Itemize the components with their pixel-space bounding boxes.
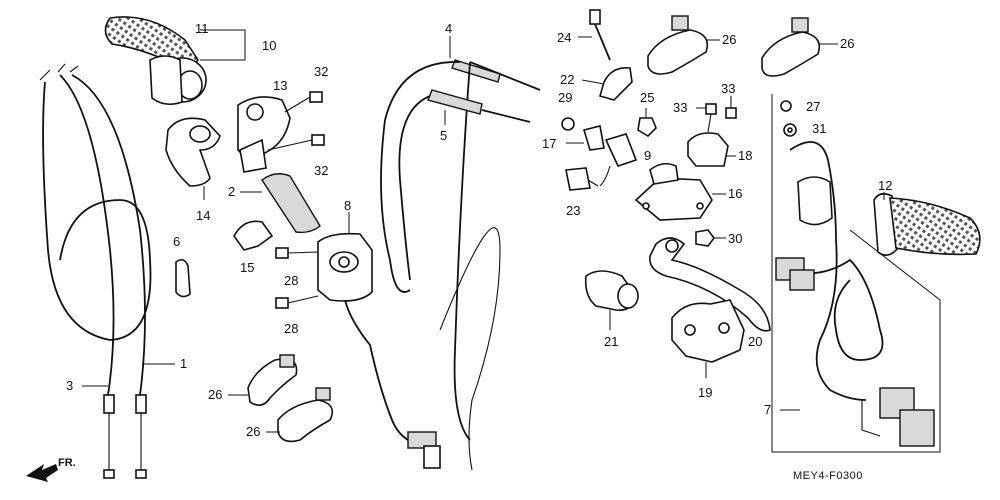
label-19: 19 xyxy=(698,385,712,400)
wire-harness-7 xyxy=(771,94,941,453)
label-33a: 33 xyxy=(673,100,687,115)
label-29: 29 xyxy=(558,90,572,105)
bolt-33-left xyxy=(705,103,717,133)
label-6: 6 xyxy=(173,234,180,249)
washer-31 xyxy=(783,123,797,137)
label-31: 31 xyxy=(812,121,826,136)
front-direction-arrow xyxy=(26,464,58,482)
label-32a: 32 xyxy=(314,64,328,79)
bolt-29 xyxy=(561,117,575,131)
clamp-13 xyxy=(237,96,291,173)
nut-25 xyxy=(637,108,657,138)
label-28b: 28 xyxy=(284,321,298,336)
clutch-cable-4 xyxy=(380,59,541,441)
label-5: 5 xyxy=(440,128,447,143)
label-10: 10 xyxy=(262,38,276,53)
bracket-22 xyxy=(599,66,633,101)
label-8: 8 xyxy=(344,198,351,213)
bolt-33-right xyxy=(725,96,737,119)
label-2: 2 xyxy=(228,184,235,199)
label-4: 4 xyxy=(445,21,452,36)
switch-23 xyxy=(565,167,599,191)
clamp-15 xyxy=(233,220,274,251)
label-9: 9 xyxy=(644,148,651,163)
band-26-d xyxy=(761,17,821,77)
band-26-b xyxy=(277,387,334,443)
label-24: 24 xyxy=(557,30,571,45)
label-18: 18 xyxy=(738,148,752,163)
label-26d: 26 xyxy=(840,36,854,51)
label-33b: 33 xyxy=(721,81,735,96)
band-26-a xyxy=(247,354,298,406)
label-11: 11 xyxy=(195,21,209,36)
label-14: 14 xyxy=(196,208,210,223)
bolt-32-upper xyxy=(284,91,323,113)
bolt-27 xyxy=(780,100,792,112)
label-20: 20 xyxy=(748,334,762,349)
label-21: 21 xyxy=(604,334,618,349)
label-15: 15 xyxy=(240,260,254,275)
lever-20 xyxy=(649,237,771,332)
adjuster-21 xyxy=(584,270,639,330)
label-28a: 28 xyxy=(284,273,298,288)
holder-16 xyxy=(634,162,713,221)
switch-9 xyxy=(599,133,638,187)
holder-18 xyxy=(687,132,729,167)
label-26c: 26 xyxy=(722,32,736,47)
nut-30 xyxy=(695,229,726,247)
label-25: 25 xyxy=(640,90,654,105)
label-23: 23 xyxy=(566,203,580,218)
label-7: 7 xyxy=(764,402,771,417)
throttle-pipe-2 xyxy=(261,173,321,234)
label-3: 3 xyxy=(66,378,73,393)
label-27: 27 xyxy=(806,99,820,114)
label-30: 30 xyxy=(728,231,742,246)
cable-5 xyxy=(398,89,531,471)
label-1: 1 xyxy=(180,356,187,371)
front-label: FR. xyxy=(58,457,76,469)
screw-28-lower xyxy=(275,295,319,309)
label-12: 12 xyxy=(878,178,892,193)
arrow-icon xyxy=(26,464,58,482)
label-17: 17 xyxy=(542,136,556,151)
clip-6 xyxy=(175,258,191,298)
holder-19 xyxy=(671,299,745,378)
switch-8 xyxy=(317,232,441,469)
label-26a: 26 xyxy=(208,387,222,402)
throttle-housing-14 xyxy=(165,117,221,187)
right-grip-12 xyxy=(873,192,981,256)
label-13: 13 xyxy=(273,78,287,93)
band-26-c xyxy=(647,15,709,75)
bolt-24 xyxy=(589,9,611,61)
label-16: 16 xyxy=(728,186,742,201)
leader-11-10 xyxy=(200,29,246,61)
throttle-cables xyxy=(39,63,152,479)
label-26b: 26 xyxy=(246,424,260,439)
left-grip xyxy=(104,16,207,106)
leader-22 xyxy=(581,79,605,85)
screw-28-upper xyxy=(275,247,319,259)
label-32b: 32 xyxy=(314,163,328,178)
diagram-code: MEY4-F0300 xyxy=(793,470,863,482)
clip-17 xyxy=(582,125,605,151)
bolt-32-lower xyxy=(267,134,325,151)
label-22: 22 xyxy=(560,72,574,87)
